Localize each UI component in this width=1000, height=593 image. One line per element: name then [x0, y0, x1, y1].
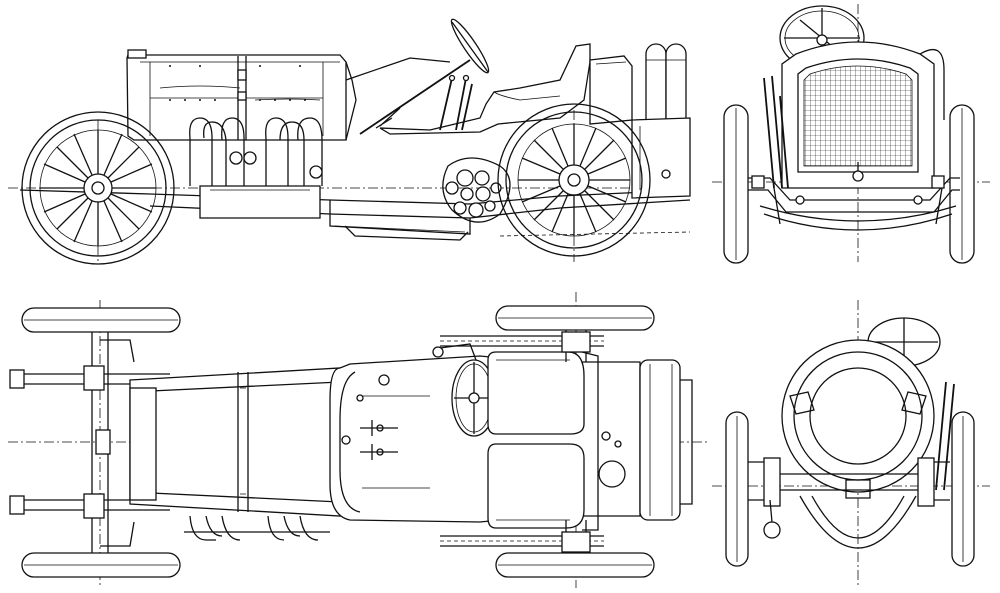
- side-fuel-tank: [631, 43, 691, 199]
- top-chains: [440, 335, 604, 547]
- front-view: [712, 4, 990, 264]
- side-rear-wheel: [497, 103, 691, 257]
- side-bonnet: [126, 49, 347, 141]
- rear-view-fuel-tank: [781, 339, 935, 499]
- rear-view-levers: [935, 381, 955, 491]
- front-view-radiator: [781, 41, 945, 189]
- top-exhaust-pipes: [189, 515, 319, 541]
- side-chain-sprocket: [442, 157, 511, 223]
- top-fuel-tank: [639, 359, 693, 521]
- rear-view: [712, 300, 990, 588]
- top-view: [8, 292, 710, 588]
- front-view-levers: [763, 75, 789, 189]
- side-view: [8, 18, 691, 265]
- top-seats: [487, 351, 626, 531]
- side-front-wheel: [21, 111, 175, 265]
- side-cockpit: [345, 18, 633, 141]
- top-bonnet: [129, 367, 341, 517]
- front-axle: [748, 177, 960, 201]
- side-exhaust-pipes: [189, 117, 323, 219]
